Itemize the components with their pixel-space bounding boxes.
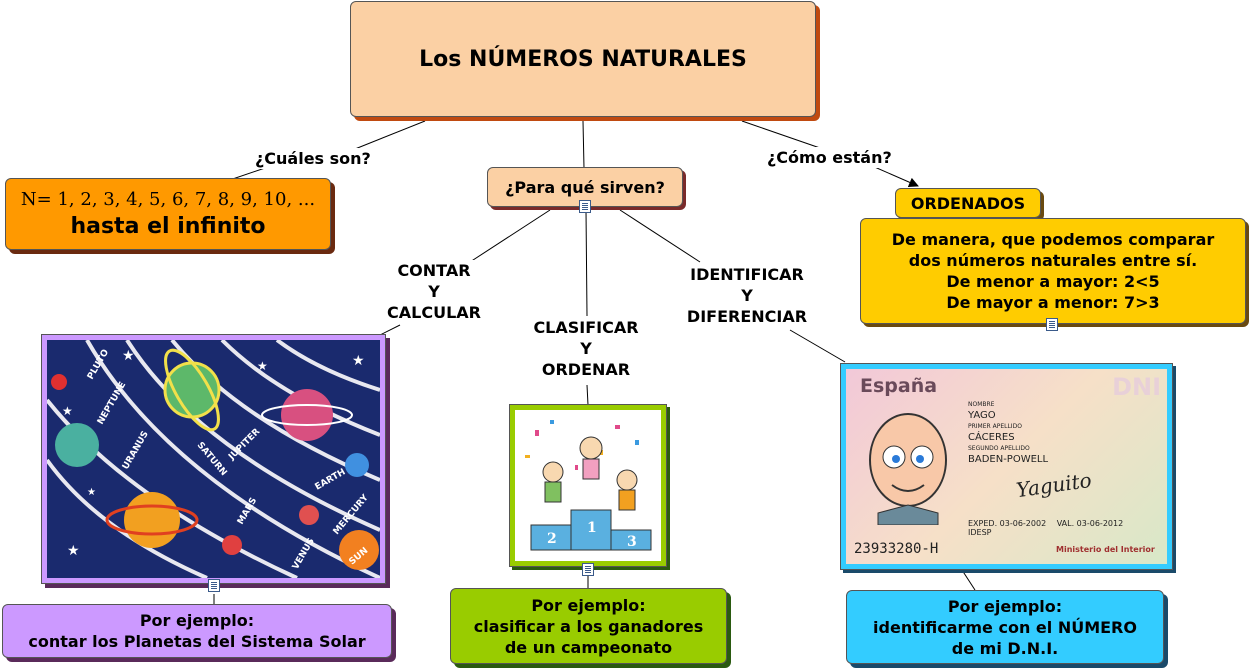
link-contar-line-1: CONTAR: [397, 261, 471, 280]
solar-system-image[interactable]: PLUTO NEPTUNE URANUS SATURN JUPITER MARS…: [41, 334, 386, 584]
dni-expedition: EXPED. 03-06-2002: [968, 519, 1047, 528]
svg-text:★: ★: [67, 543, 80, 559]
link-identificar-line-2: Y: [741, 286, 753, 305]
para-que-sirven-node[interactable]: ¿Para qué sirven?: [487, 167, 683, 207]
ordenados-line-3: De menor a mayor: 2<5: [946, 272, 1160, 291]
dni-signature: Yaguito: [1014, 467, 1094, 503]
podium-number: 2: [547, 531, 557, 547]
example-clasificar-line-3: de un campeonato: [504, 637, 673, 657]
example-contar-node[interactable]: Por ejemplo: contar los Planetas del Sis…: [2, 604, 392, 658]
note-icon[interactable]: [579, 200, 591, 213]
link-contar: CONTAR Y CALCULAR: [380, 260, 488, 323]
link-clasificar-line-1: CLASIFICAR: [533, 318, 639, 337]
diagram-icon[interactable]: [1046, 318, 1058, 331]
example-clasificar-node[interactable]: Por ejemplo: clasificar a los ganadores …: [450, 588, 727, 664]
dni-validity: VAL. 03-06-2012: [1056, 519, 1124, 528]
example-contar-line-2: contar los Planetas del Sistema Solar: [28, 632, 366, 651]
ordenados-title-node[interactable]: ORDENADOS: [895, 188, 1041, 218]
link-contar-line-2: Y: [428, 282, 440, 301]
dni-idesp: IDESP: [968, 528, 992, 537]
naturals-node[interactable]: N= 1, 2, 3, 4, 5, 6, 7, 8, 9, 10, ... ha…: [5, 178, 331, 250]
example-identificar-line-3: de mi D.N.I.: [951, 638, 1059, 658]
dni-country: España: [860, 375, 938, 397]
svg-text:★: ★: [122, 348, 135, 364]
dni-ministry: Ministerio del Interior: [1056, 545, 1155, 554]
link-clasificar-line-2: Y: [580, 339, 592, 358]
link-clasificar: CLASIFICAR Y ORDENAR: [521, 317, 651, 380]
naturals-set: N= 1, 2, 3, 4, 5, 6, 7, 8, 9, 10, ...: [20, 189, 316, 210]
naturals-infinity: hasta el infinito: [70, 214, 266, 239]
svg-text:★: ★: [352, 353, 365, 369]
podium-number: 3: [627, 534, 637, 550]
cartoon-face: [860, 405, 956, 526]
example-contar-line-1: Por ejemplo:: [139, 611, 255, 630]
dni-apellido2-label: SEGUNDO APELLIDO: [968, 445, 1030, 452]
para-que-sirven-label: ¿Para qué sirven?: [505, 177, 665, 197]
example-identificar-line-1: Por ejemplo:: [947, 596, 1063, 616]
ordenados-line-2: dos números naturales entre sí.: [908, 251, 1198, 270]
link-identificar: IDENTIFICAR Y DIFERENCIAR: [674, 264, 820, 327]
note-icon[interactable]: [582, 563, 594, 576]
example-clasificar-line-2: clasificar a los ganadores: [473, 616, 704, 636]
ordenados-description-node[interactable]: De manera, que podemos comparar dos núme…: [860, 218, 1246, 324]
link-identificar-line-3: DIFERENCIAR: [686, 307, 808, 326]
link-cuales-son: ¿Cuáles son?: [255, 148, 371, 169]
dni-nombre: YAGO: [968, 410, 996, 421]
dni-apellido1-label: PRIMER APELLIDO: [968, 423, 1022, 430]
main-title-node[interactable]: Los NÚMEROS NATURALES: [350, 1, 816, 117]
example-clasificar-line-1: Por ejemplo:: [531, 595, 646, 615]
note-icon[interactable]: [208, 579, 220, 592]
svg-text:★: ★: [62, 404, 73, 418]
ordenados-line-4: De mayor a menor: 7>3: [946, 293, 1160, 312]
svg-text:★: ★: [257, 359, 268, 373]
dni-number: 23933280-H: [854, 541, 939, 557]
podium-image[interactable]: 2 1 3: [509, 404, 667, 567]
dni-badge: DNI: [1112, 373, 1161, 401]
dni-apellido2: BADEN-POWELL: [968, 454, 1049, 465]
example-identificar-node[interactable]: Por ejemplo: identificarme con el NÚMERO…: [846, 590, 1164, 664]
dni-nombre-label: NOMBRE: [968, 401, 995, 408]
ordenados-line-1: De manera, que podemos comparar: [891, 230, 1215, 249]
podium-number: 1: [587, 520, 597, 536]
ordenados-title: ORDENADOS: [910, 193, 1026, 213]
link-como-estan: ¿Cómo están?: [767, 147, 892, 168]
svg-text:★: ★: [87, 487, 96, 498]
link-contar-line-3: CALCULAR: [387, 303, 481, 322]
example-identificar-line-2: identificarme con el NÚMERO: [873, 617, 1137, 637]
link-clasificar-line-3: ORDENAR: [541, 360, 631, 379]
dni-apellido1: CÁCERES: [968, 432, 1015, 443]
main-title: Los NÚMEROS NATURALES: [419, 46, 747, 72]
dni-image[interactable]: España DNI NOMBRE YAGO PRIMER APELLIDO C…: [840, 363, 1173, 570]
link-identificar-line-1: IDENTIFICAR: [690, 265, 804, 284]
